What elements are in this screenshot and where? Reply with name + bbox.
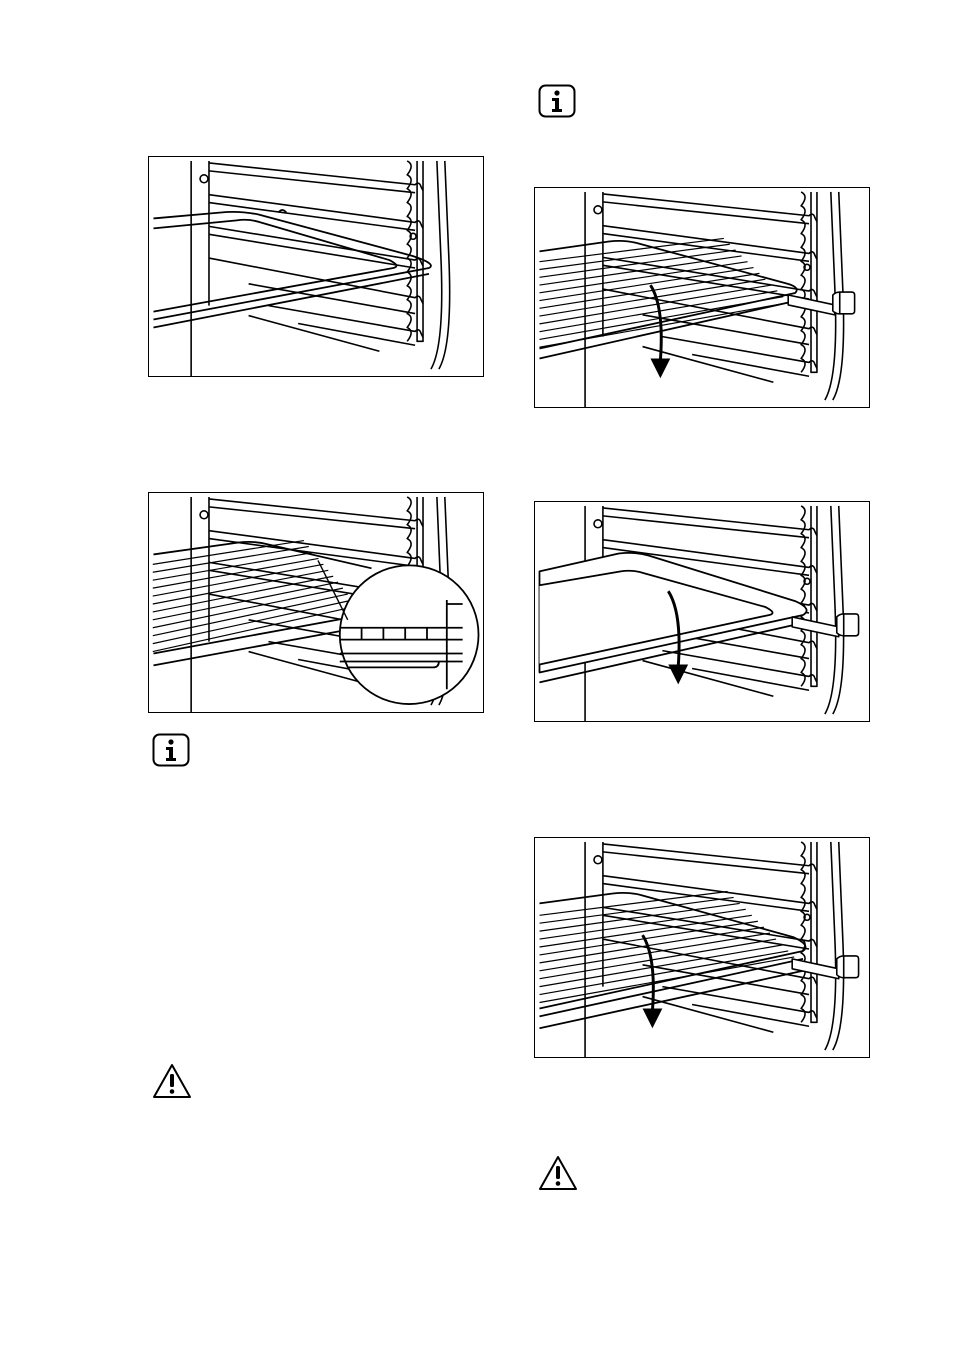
figure-wire-shelf-telescopic [534,187,870,408]
wire-shelf-detail-drawing [149,493,483,712]
figure-tray-on-runners [148,156,484,377]
warning-icon [152,1063,192,1099]
figure-wire-shelf-detail [148,492,484,713]
figure-shelf-and-tray-telescopic [534,837,870,1058]
wire-shelf-telescopic-drawing [535,188,869,407]
tray-telescopic-drawing [535,502,869,721]
info-icon [538,84,576,118]
tray-on-runners-drawing [149,157,483,376]
info-icon [152,733,190,767]
shelf-and-tray-telescopic-drawing [535,838,869,1057]
warning-icon [538,1155,578,1191]
figure-tray-telescopic [534,501,870,722]
